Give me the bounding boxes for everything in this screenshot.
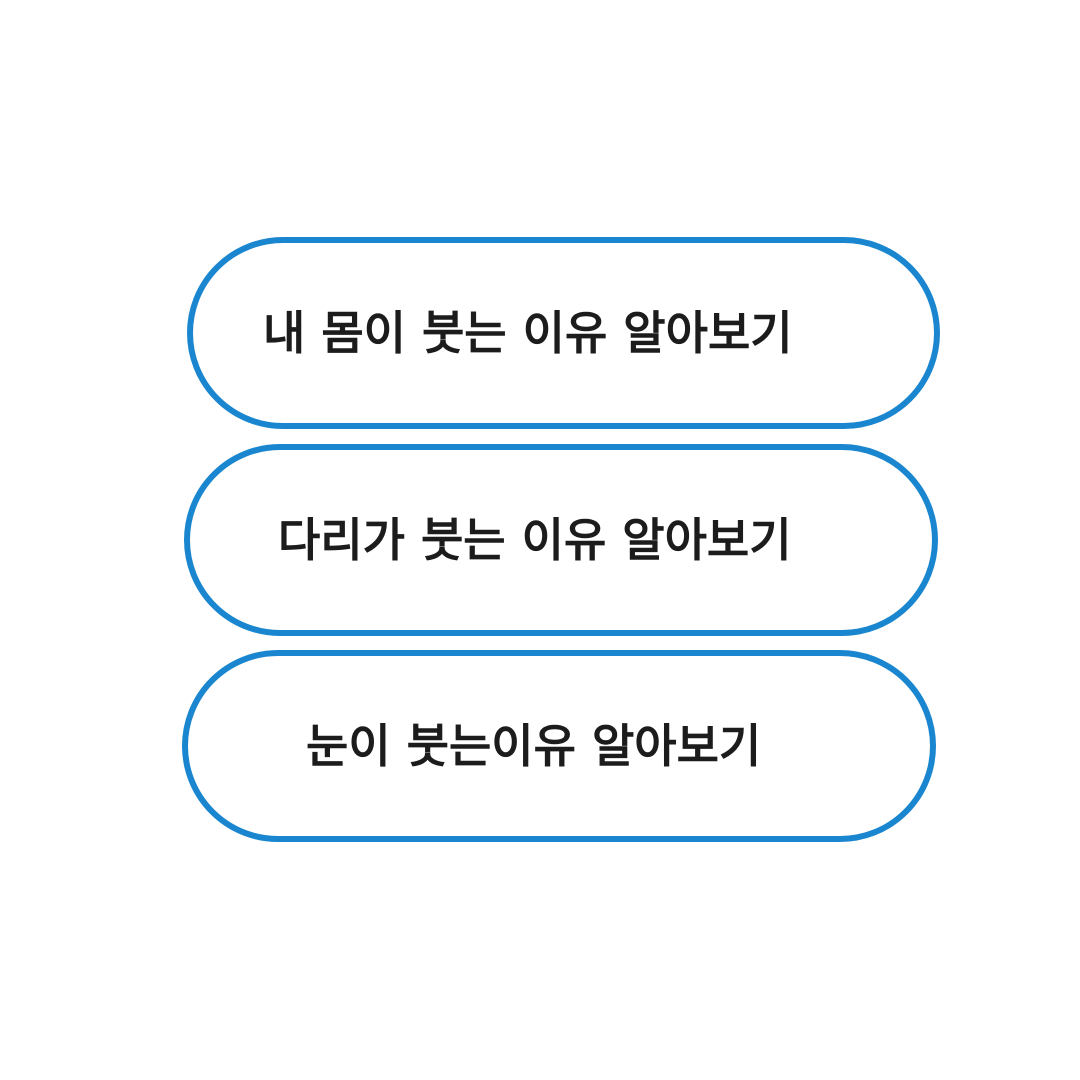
eye-swelling-reason-label: 눈이 붓는이유 알아보기: [306, 719, 762, 773]
eye-swelling-reason-button[interactable]: 눈이 붓는이유 알아보기: [182, 650, 936, 842]
body-swelling-reason-button[interactable]: 내 몸이 붓는 이유 알아보기: [187, 237, 940, 429]
leg-swelling-reason-button[interactable]: 다리가 붓는 이유 알아보기: [184, 444, 938, 636]
body-swelling-reason-label: 내 몸이 붓는 이유 알아보기: [263, 306, 793, 360]
leg-swelling-reason-label: 다리가 붓는 이유 알아보기: [278, 513, 792, 567]
